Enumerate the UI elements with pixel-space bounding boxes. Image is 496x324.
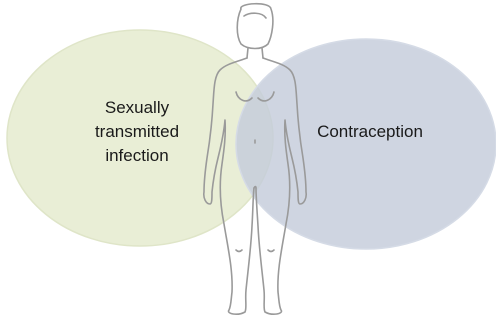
contraception-circle-label: Contraception [295, 120, 445, 144]
contraception-circle [236, 39, 496, 249]
sti-circle-label: Sexually transmitted infection [62, 96, 212, 168]
